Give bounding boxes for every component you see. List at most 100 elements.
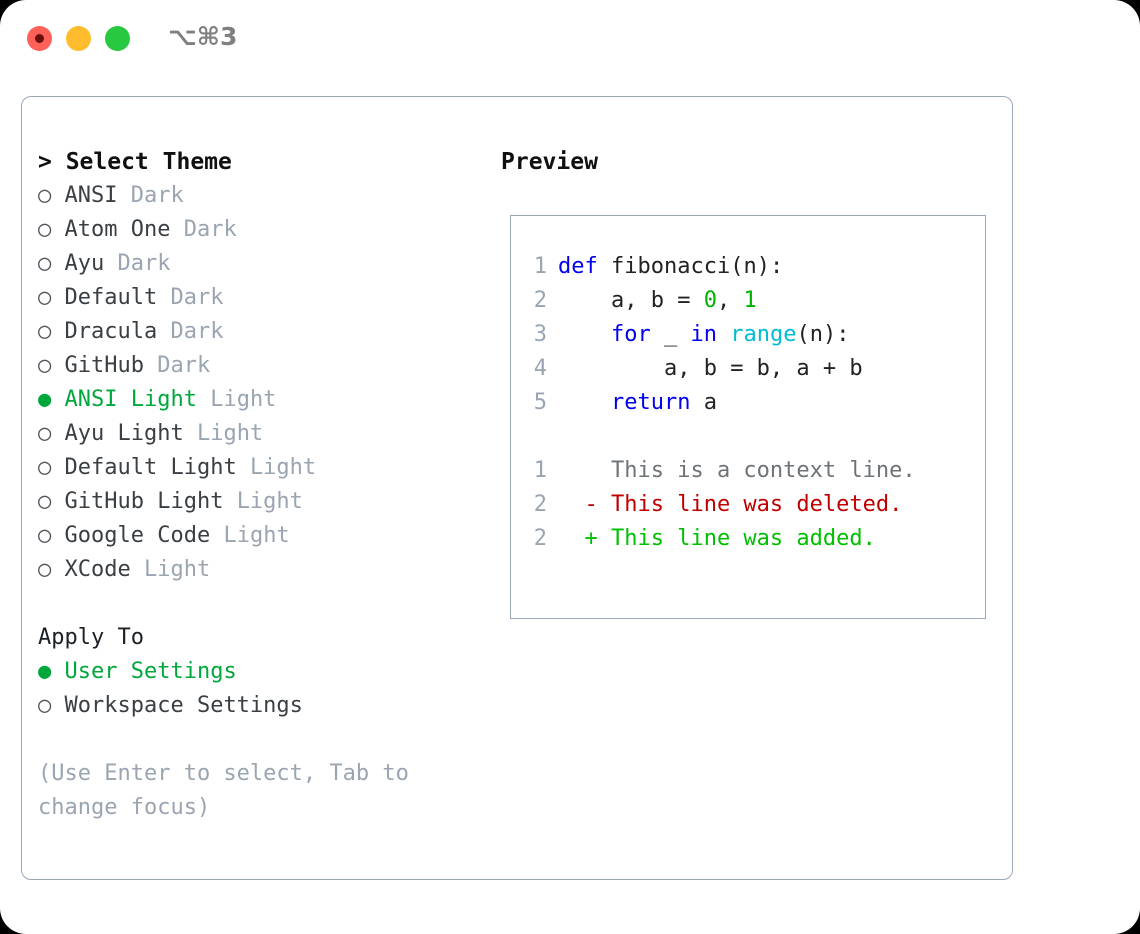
radio-unselected-icon: ○ xyxy=(38,421,65,446)
theme-option-2[interactable]: ○ Ayu Dark xyxy=(38,247,488,281)
radio-selected-icon: ● xyxy=(38,387,65,412)
theme-option-6[interactable]: ● ANSI Light Light xyxy=(38,383,488,417)
radio-unselected-icon: ○ xyxy=(38,489,65,514)
theme-option-variant: Dark xyxy=(117,251,171,276)
theme-option-name: Dracula xyxy=(64,319,171,344)
diff-line-1: 2 - This line was deleted. xyxy=(525,488,985,522)
line-number: 1 xyxy=(533,458,547,483)
radio-unselected-icon: ○ xyxy=(38,455,65,480)
theme-option-variant: Dark xyxy=(130,183,184,208)
title-bar: ⌥⌘3 xyxy=(0,0,1140,78)
radio-unselected-icon: ○ xyxy=(38,285,65,310)
theme-option-9[interactable]: ○ GitHub Light Light xyxy=(38,485,488,519)
theme-option-name: GitHub xyxy=(64,353,158,378)
apply-to-list[interactable]: ● User Settings○ Workspace Settings xyxy=(38,655,488,723)
line-number: 1 xyxy=(533,254,547,279)
token-plain: a, b = b, a + b xyxy=(663,356,863,381)
theme-option-4[interactable]: ○ Dracula Dark xyxy=(38,315,488,349)
token-plain: a xyxy=(690,390,717,415)
token-kw: in xyxy=(690,322,717,347)
token-plain xyxy=(598,254,611,279)
token-plain: _ xyxy=(650,322,691,347)
radio-unselected-icon: ○ xyxy=(38,251,65,276)
keyboard-hint: (Use Enter to select, Tab to change focu… xyxy=(38,761,423,820)
theme-option-variant: Light xyxy=(249,455,317,480)
theme-option-7[interactable]: ○ Ayu Light Light xyxy=(38,417,488,451)
radio-unselected-icon: ○ xyxy=(38,183,65,208)
content-panel: > Select Theme ○ ANSI Dark○ Atom One Dar… xyxy=(21,96,1013,880)
theme-option-variant: Dark xyxy=(170,319,224,344)
indent xyxy=(558,356,664,381)
line-number: 5 xyxy=(533,390,547,415)
theme-option-name: Default Light xyxy=(64,455,250,480)
radio-unselected-icon: ○ xyxy=(38,693,65,718)
radio-unselected-icon: ○ xyxy=(38,217,65,242)
apply-to-option-name: User Settings xyxy=(64,659,237,684)
token-num: 1 xyxy=(743,288,757,313)
theme-option-3[interactable]: ○ Default Dark xyxy=(38,281,488,315)
theme-option-name: Google Code xyxy=(64,523,224,548)
line-number: 2 xyxy=(533,526,547,551)
code-line-1: 2 a, b = 0, 1 xyxy=(525,284,985,318)
theme-option-name: Atom One xyxy=(64,217,184,242)
code-line-3: 4 a, b = b, a + b xyxy=(525,352,985,386)
line-number: 2 xyxy=(533,288,547,313)
code-line-2: 3 for _ in range(n): xyxy=(525,318,985,352)
close-button[interactable] xyxy=(27,26,52,51)
theme-option-name: XCode xyxy=(64,557,144,582)
theme-option-variant: Light xyxy=(143,557,211,582)
radio-selected-icon: ● xyxy=(38,659,65,684)
diff-added-text: + This line was added. xyxy=(558,526,876,551)
token-num: 0 xyxy=(703,288,717,313)
theme-option-1[interactable]: ○ Atom One Dark xyxy=(38,213,488,247)
token-builtin: range xyxy=(730,322,797,347)
theme-option-name: Default xyxy=(64,285,171,310)
code-line-4: 5 return a xyxy=(525,386,985,420)
token-kw: return xyxy=(610,390,691,415)
apply-to-option-1[interactable]: ○ Workspace Settings xyxy=(38,689,488,723)
minimize-button[interactable] xyxy=(66,26,91,51)
theme-list[interactable]: ○ ANSI Dark○ Atom One Dark○ Ayu Dark○ De… xyxy=(38,179,488,587)
theme-option-variant: Light xyxy=(223,523,290,548)
radio-unselected-icon: ○ xyxy=(38,353,65,378)
theme-option-variant: Dark xyxy=(157,353,211,378)
line-number: 4 xyxy=(533,356,547,381)
theme-option-name: GitHub Light xyxy=(64,489,237,514)
keyboard-shortcut-label: ⌥⌘3 xyxy=(168,22,238,51)
theme-option-5[interactable]: ○ GitHub Dark xyxy=(38,349,488,383)
theme-option-variant: Light xyxy=(236,489,303,514)
theme-option-0[interactable]: ○ ANSI Dark xyxy=(38,179,488,213)
spacer xyxy=(38,587,488,621)
token-plain: (n): xyxy=(730,254,784,279)
page-title: > Select Theme xyxy=(38,149,232,175)
diff-line-0: 1 This is a context line. xyxy=(525,454,985,488)
indent xyxy=(558,322,611,347)
spacer xyxy=(511,420,985,454)
theme-option-11[interactable]: ○ XCode Light xyxy=(38,553,488,587)
theme-option-name: Ayu Light xyxy=(64,421,197,446)
token-kw: for xyxy=(610,322,651,347)
theme-option-10[interactable]: ○ Google Code Light xyxy=(38,519,488,553)
radio-unselected-icon: ○ xyxy=(38,557,65,582)
apply-to-title: Apply To xyxy=(38,625,144,650)
theme-picker-column: > Select Theme ○ ANSI Dark○ Atom One Dar… xyxy=(38,145,488,825)
preview-title: Preview xyxy=(501,149,598,175)
indent xyxy=(558,288,611,313)
token-plain: a, b = xyxy=(610,288,704,313)
apply-to-option-0[interactable]: ● User Settings xyxy=(38,655,488,689)
maximize-button[interactable] xyxy=(105,26,130,51)
theme-option-8[interactable]: ○ Default Light Light xyxy=(38,451,488,485)
line-number: 2 xyxy=(533,492,547,517)
token-plain: , xyxy=(716,288,744,313)
token-plain: (n): xyxy=(796,322,850,347)
token-plain xyxy=(717,322,730,347)
apply-to-option-name: Workspace Settings xyxy=(64,693,303,718)
line-number: 3 xyxy=(533,322,547,347)
radio-unselected-icon: ○ xyxy=(38,319,65,344)
diff-sample: 1 This is a context line.2 - This line w… xyxy=(511,454,985,556)
